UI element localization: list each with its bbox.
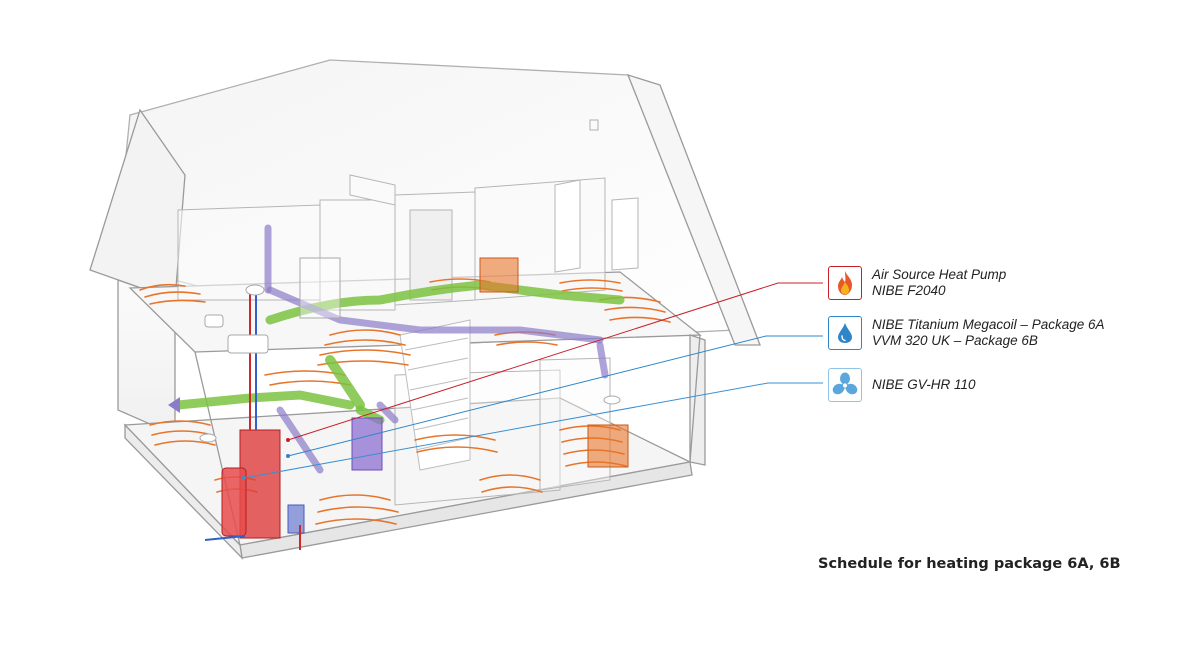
legend-item-megacoil: NIBE Titanium Megacoil – Package 6A VVM … [828,316,1105,350]
buffer-unit [287,504,305,534]
fan-icon [828,368,862,402]
leader-line-megacoil [287,335,823,457]
legend-megacoil-line-1: NIBE Titanium Megacoil – Package 6A [872,317,1105,332]
sanitary-fixtures [199,257,621,443]
staircase [399,319,471,471]
legend-ventilation-line-1: NIBE GV-HR 110 [872,377,976,392]
legend-item-ventilation: NIBE GV-HR 110 [828,368,976,402]
diagram-caption: Schedule for heating package 6A, 6B [818,556,1121,572]
legend-megacoil-line-2: VVM 320 UK – Package 6B [872,333,1038,348]
leader-line-heatpump [287,282,823,441]
water-drop-icon [828,316,862,350]
leader-line-ventilation [243,382,823,479]
ventilation-unit [351,417,383,471]
radiators [479,257,629,468]
heating-risers [204,290,301,550]
legend-heatpump-line-2: NIBE F2040 [872,283,946,298]
supply-air-outlet-arrow [168,397,180,413]
legend-heatpump-line-1: Air Source Heat Pump [872,267,1007,282]
flame-icon [828,266,862,300]
legend-item-heatpump: Air Source Heat Pump NIBE F2040 [828,266,1006,300]
indoor-module [239,429,281,539]
indoor-units [221,429,305,539]
legend-text-heatpump: Air Source Heat Pump NIBE F2040 [872,267,1006,299]
roof-window [589,119,599,131]
leader-lines [242,282,823,480]
roof-front-edge [626,73,761,346]
hot-water-cylinder [221,467,247,537]
extract-air-ducts [264,224,609,474]
legend-text-ventilation: NIBE GV-HR 110 [872,377,976,393]
base-left [124,423,243,560]
legend-text-megacoil: NIBE Titanium Megacoil – Package 6A VVM … [872,317,1105,349]
